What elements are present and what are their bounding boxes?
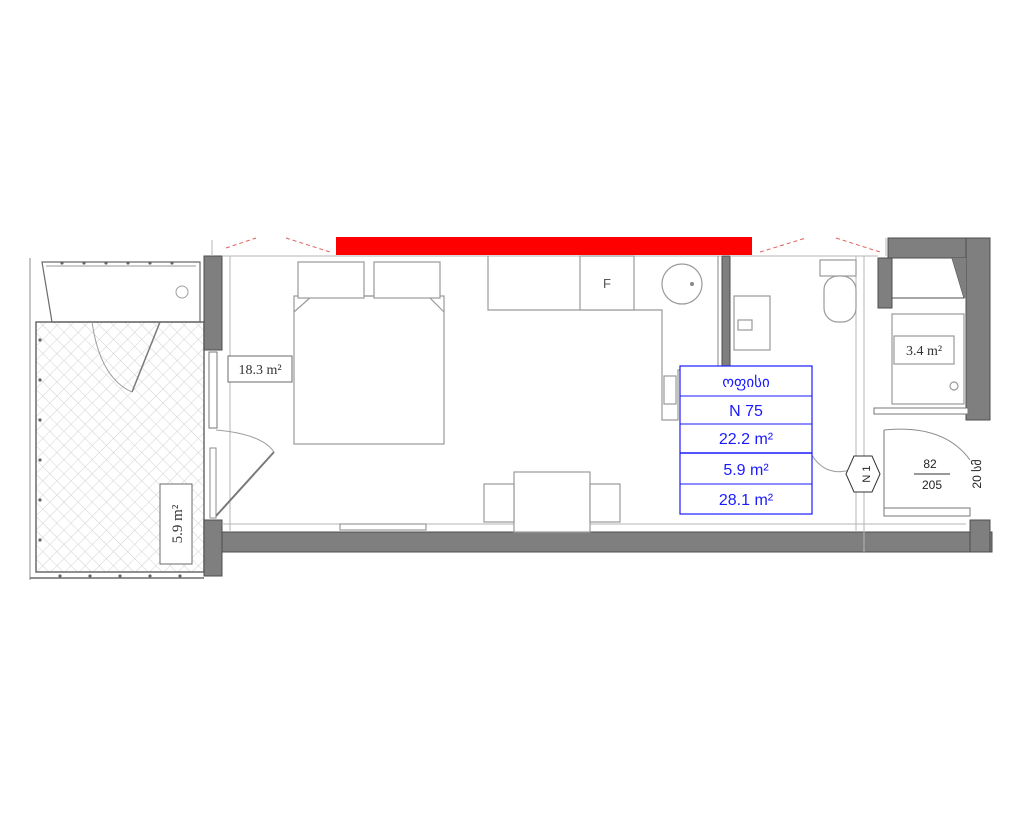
bed xyxy=(293,261,445,445)
door-width-label: 82 xyxy=(923,457,937,471)
walls xyxy=(203,237,993,577)
entrance-door: N 1 82 205 20 სმ xyxy=(807,428,984,508)
summary-row-type: ოფისი xyxy=(722,374,770,391)
entry-threshold xyxy=(883,507,971,517)
washbasin xyxy=(737,319,753,331)
bed-frame xyxy=(293,295,445,445)
summary-row-area-balcony: 5.9 m² xyxy=(723,462,769,479)
table-top xyxy=(513,471,591,533)
facade-top xyxy=(225,237,881,255)
nightstand-right xyxy=(373,261,441,299)
fridge xyxy=(579,255,635,311)
wall-entry-right xyxy=(969,519,991,553)
fridge-label: F xyxy=(603,276,611,291)
summary-row-area-total: 28.1 m² xyxy=(719,492,774,509)
balcony-door xyxy=(209,429,275,519)
sink xyxy=(663,375,677,405)
tv-unit xyxy=(339,523,427,531)
main-area-label: 18.3 m² xyxy=(238,363,281,378)
summary-row-number: N 75 xyxy=(729,403,763,420)
toilet-bowl xyxy=(823,275,857,323)
balcony-drain xyxy=(175,285,189,299)
balcony: 5.9 m² xyxy=(29,258,205,580)
window-swing-marks xyxy=(225,237,881,253)
balcony-door-swing-arc xyxy=(215,429,275,453)
left-window xyxy=(208,351,218,429)
balcony-door-panel xyxy=(209,447,217,519)
wall-bath-left xyxy=(877,257,893,309)
bath-area-label: 3.4 m² xyxy=(906,344,942,359)
facade-red-panel xyxy=(336,237,752,255)
summary-table: ოფისი N 75 22.2 m² 5.9 m² 28.1 m² xyxy=(679,365,813,515)
balcony-door-leaf xyxy=(131,321,161,393)
bath-threshold xyxy=(873,407,969,415)
shower-drain xyxy=(949,381,959,391)
balcony-railing xyxy=(41,261,201,323)
door-tag-label: N 1 xyxy=(861,465,873,482)
wall-bath-top xyxy=(887,237,967,259)
bed-cover xyxy=(293,295,445,313)
door-tag-shape xyxy=(845,455,881,493)
summary-row-area-interior: 22.2 m² xyxy=(719,431,774,448)
wall-left-lower xyxy=(203,519,223,577)
door-height-label: 205 xyxy=(922,478,942,492)
main-area-box xyxy=(227,355,293,383)
wall-bottom xyxy=(221,531,993,553)
bath-area-box xyxy=(893,335,955,365)
main-area: 18.3 m² xyxy=(227,355,293,383)
stove-hob xyxy=(661,263,703,305)
toilet-tank xyxy=(819,259,857,277)
chair-left xyxy=(483,483,515,523)
bath-door-arc xyxy=(807,447,851,473)
shaft xyxy=(891,257,965,299)
balcony-area-label: 5.9 m² xyxy=(170,504,186,543)
stove-dot xyxy=(690,282,694,286)
balcony-door-arc xyxy=(91,321,133,393)
railing-posts xyxy=(38,261,182,578)
balcony-area-box xyxy=(159,483,193,565)
wall-right xyxy=(965,237,991,421)
wall-left-upper xyxy=(203,255,223,351)
entrance-door-arc xyxy=(883,428,971,461)
summary-table-frame xyxy=(679,365,813,515)
wall-partition xyxy=(721,255,731,377)
door-unit-label: 20 სმ xyxy=(970,459,984,488)
dining-table xyxy=(339,471,621,533)
shaft-fill xyxy=(952,258,966,298)
balcony-door-swing-leaf xyxy=(215,451,275,517)
chair-right xyxy=(589,483,621,523)
bathroom: 3.4 m² xyxy=(733,259,965,405)
nightstand-left xyxy=(297,261,365,299)
